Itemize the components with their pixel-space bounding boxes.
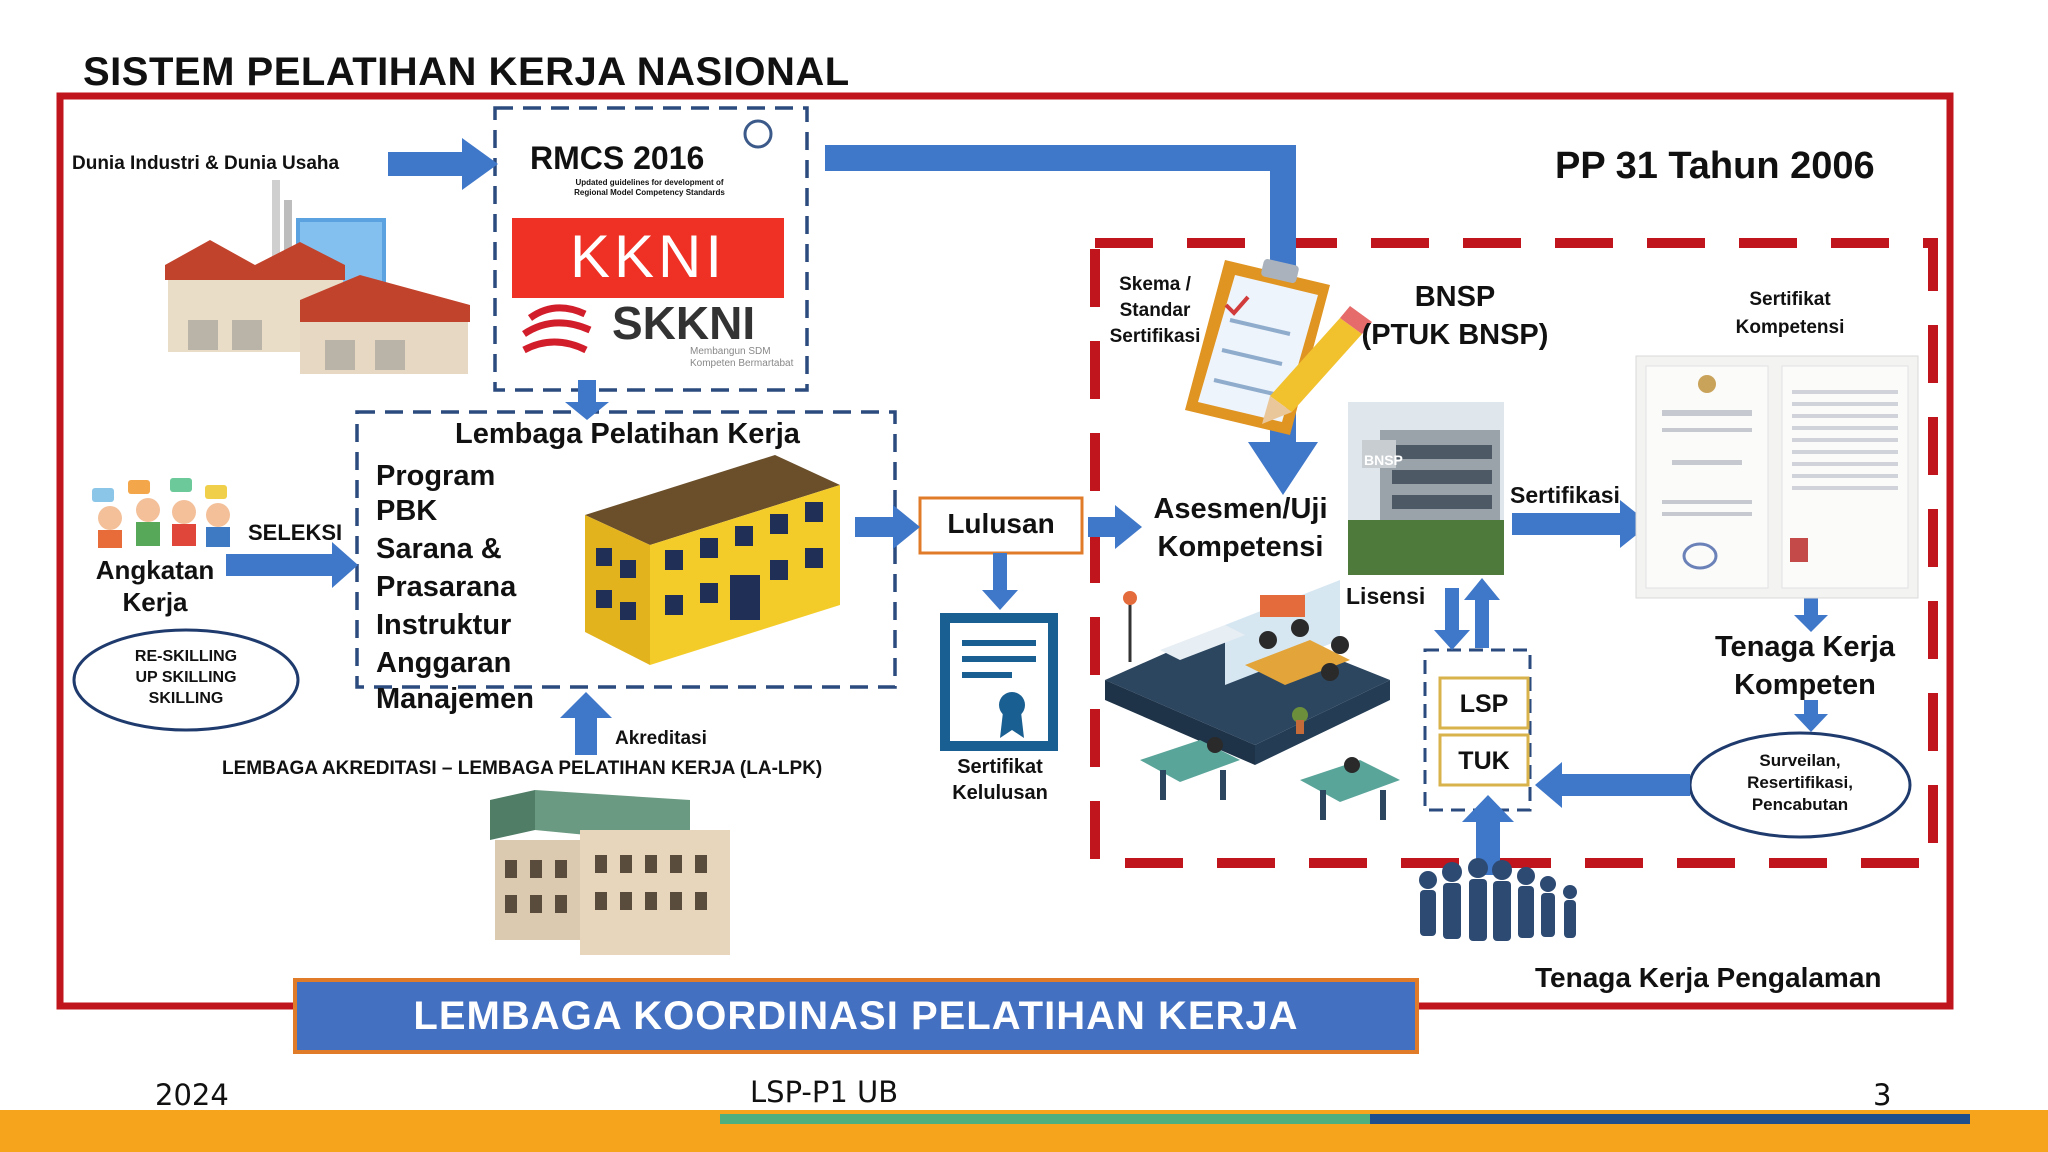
graduation-certificate-label: Sertifikat Kelulusan	[952, 756, 1048, 804]
ilo-logo-icon	[743, 119, 773, 149]
footer-navy-bar	[1370, 1114, 1970, 1124]
graduation-certificate-icon	[940, 613, 1058, 751]
industry-label: Dunia Industri & Dunia Usaha	[72, 153, 340, 174]
coordination-banner-label: LEMBAGA KOORDINASI PELATIHAN KERJA	[413, 994, 1299, 1038]
rmcs-title: RMCS 2016	[530, 140, 705, 176]
footer-year: 2024	[155, 1078, 229, 1112]
footer-organization: LSP-P1 UB	[750, 1075, 899, 1109]
competency-certificate-image	[1635, 355, 1919, 599]
bnsp-sign: BNSP	[1364, 452, 1403, 468]
training-item: Program	[376, 460, 496, 492]
regulation-label: PP 31 Tahun 2006	[1555, 145, 1875, 187]
kkni-logo	[512, 218, 784, 298]
certification-label: Sertifikasi	[1510, 482, 1620, 508]
skilling-ellipse	[72, 628, 300, 732]
footer-page-number: 3	[1873, 1078, 1892, 1112]
footer-green-bar	[720, 1114, 1370, 1124]
flow-arrows	[226, 138, 1828, 875]
bnsp-label: BNSP (PTUK BNSP)	[1361, 281, 1549, 351]
training-box	[355, 410, 897, 689]
license-label: Lisensi	[1346, 583, 1426, 609]
skilling-label: RE-SKILLING UP SKILLING SKILLING	[134, 648, 238, 707]
rmcs-subtitle: Updated guidelines for development of Re…	[574, 178, 725, 197]
assessment-office-illustration	[1105, 580, 1400, 820]
training-item: PBK	[376, 495, 438, 527]
training-item: Instruktur	[376, 609, 512, 641]
accreditation-building-icon	[490, 790, 730, 955]
skkni-tagline: Membangun SDM Kompeten Bermartabat	[690, 346, 794, 369]
lsp-label: LSP	[1459, 690, 1509, 718]
surveillance-label: Surveilan, Resertifikasi, Pencabutan	[1747, 751, 1853, 814]
skkni-label: SKKNI	[612, 297, 756, 349]
rmcs-box	[493, 106, 809, 392]
training-item: Anggaran	[376, 647, 512, 679]
workforce-people-icon	[92, 478, 230, 548]
training-item: Prasarana	[376, 571, 517, 603]
training-item: Manajemen	[376, 683, 534, 715]
bnsp-office-photo	[1348, 402, 1504, 575]
tuk-box	[1438, 733, 1530, 787]
la-lpk-label: LEMBAGA AKREDITASI – LEMBAGA PELATIHAN K…	[222, 758, 823, 779]
coordination-banner	[293, 978, 1419, 1054]
seleksi-label: SELEKSI	[248, 520, 343, 545]
certification-frame	[1090, 238, 1938, 868]
lulusan-box	[918, 496, 1084, 555]
scheme-label: Skema / Standar Sertifikasi	[1109, 274, 1201, 347]
training-building-icon	[585, 455, 840, 665]
skkni-logo-swirl	[522, 304, 592, 354]
lulusan-label: Lulusan	[947, 508, 1055, 539]
competency-certificate-label: Sertifikat Kompetensi	[1735, 289, 1845, 338]
training-title: Lembaga Pelatihan Kerja	[455, 418, 800, 450]
tuk-label: TUK	[1458, 747, 1510, 775]
experienced-workers-crowd-icon	[1419, 858, 1577, 941]
competent-workforce-label: Tenaga Kerja Kompeten	[1715, 631, 1895, 701]
lsp-box	[1438, 676, 1530, 730]
assessment-label: Asesmen/Uji Kompetensi	[1153, 493, 1328, 563]
training-item: Sarana &	[376, 533, 502, 565]
akreditasi-label: Akreditasi	[615, 728, 707, 749]
clipboard-pencil-icon	[1185, 258, 1372, 435]
angkatan-kerja-label: Angkatan Kerja	[95, 555, 215, 617]
kkni-label: KKNI	[569, 223, 727, 290]
experienced-workforce-label: Tenaga Kerja Pengalaman	[1535, 962, 1882, 993]
diagram-title: SISTEM PELATIHAN KERJA NASIONAL	[83, 50, 850, 94]
factory-icon	[165, 180, 470, 374]
